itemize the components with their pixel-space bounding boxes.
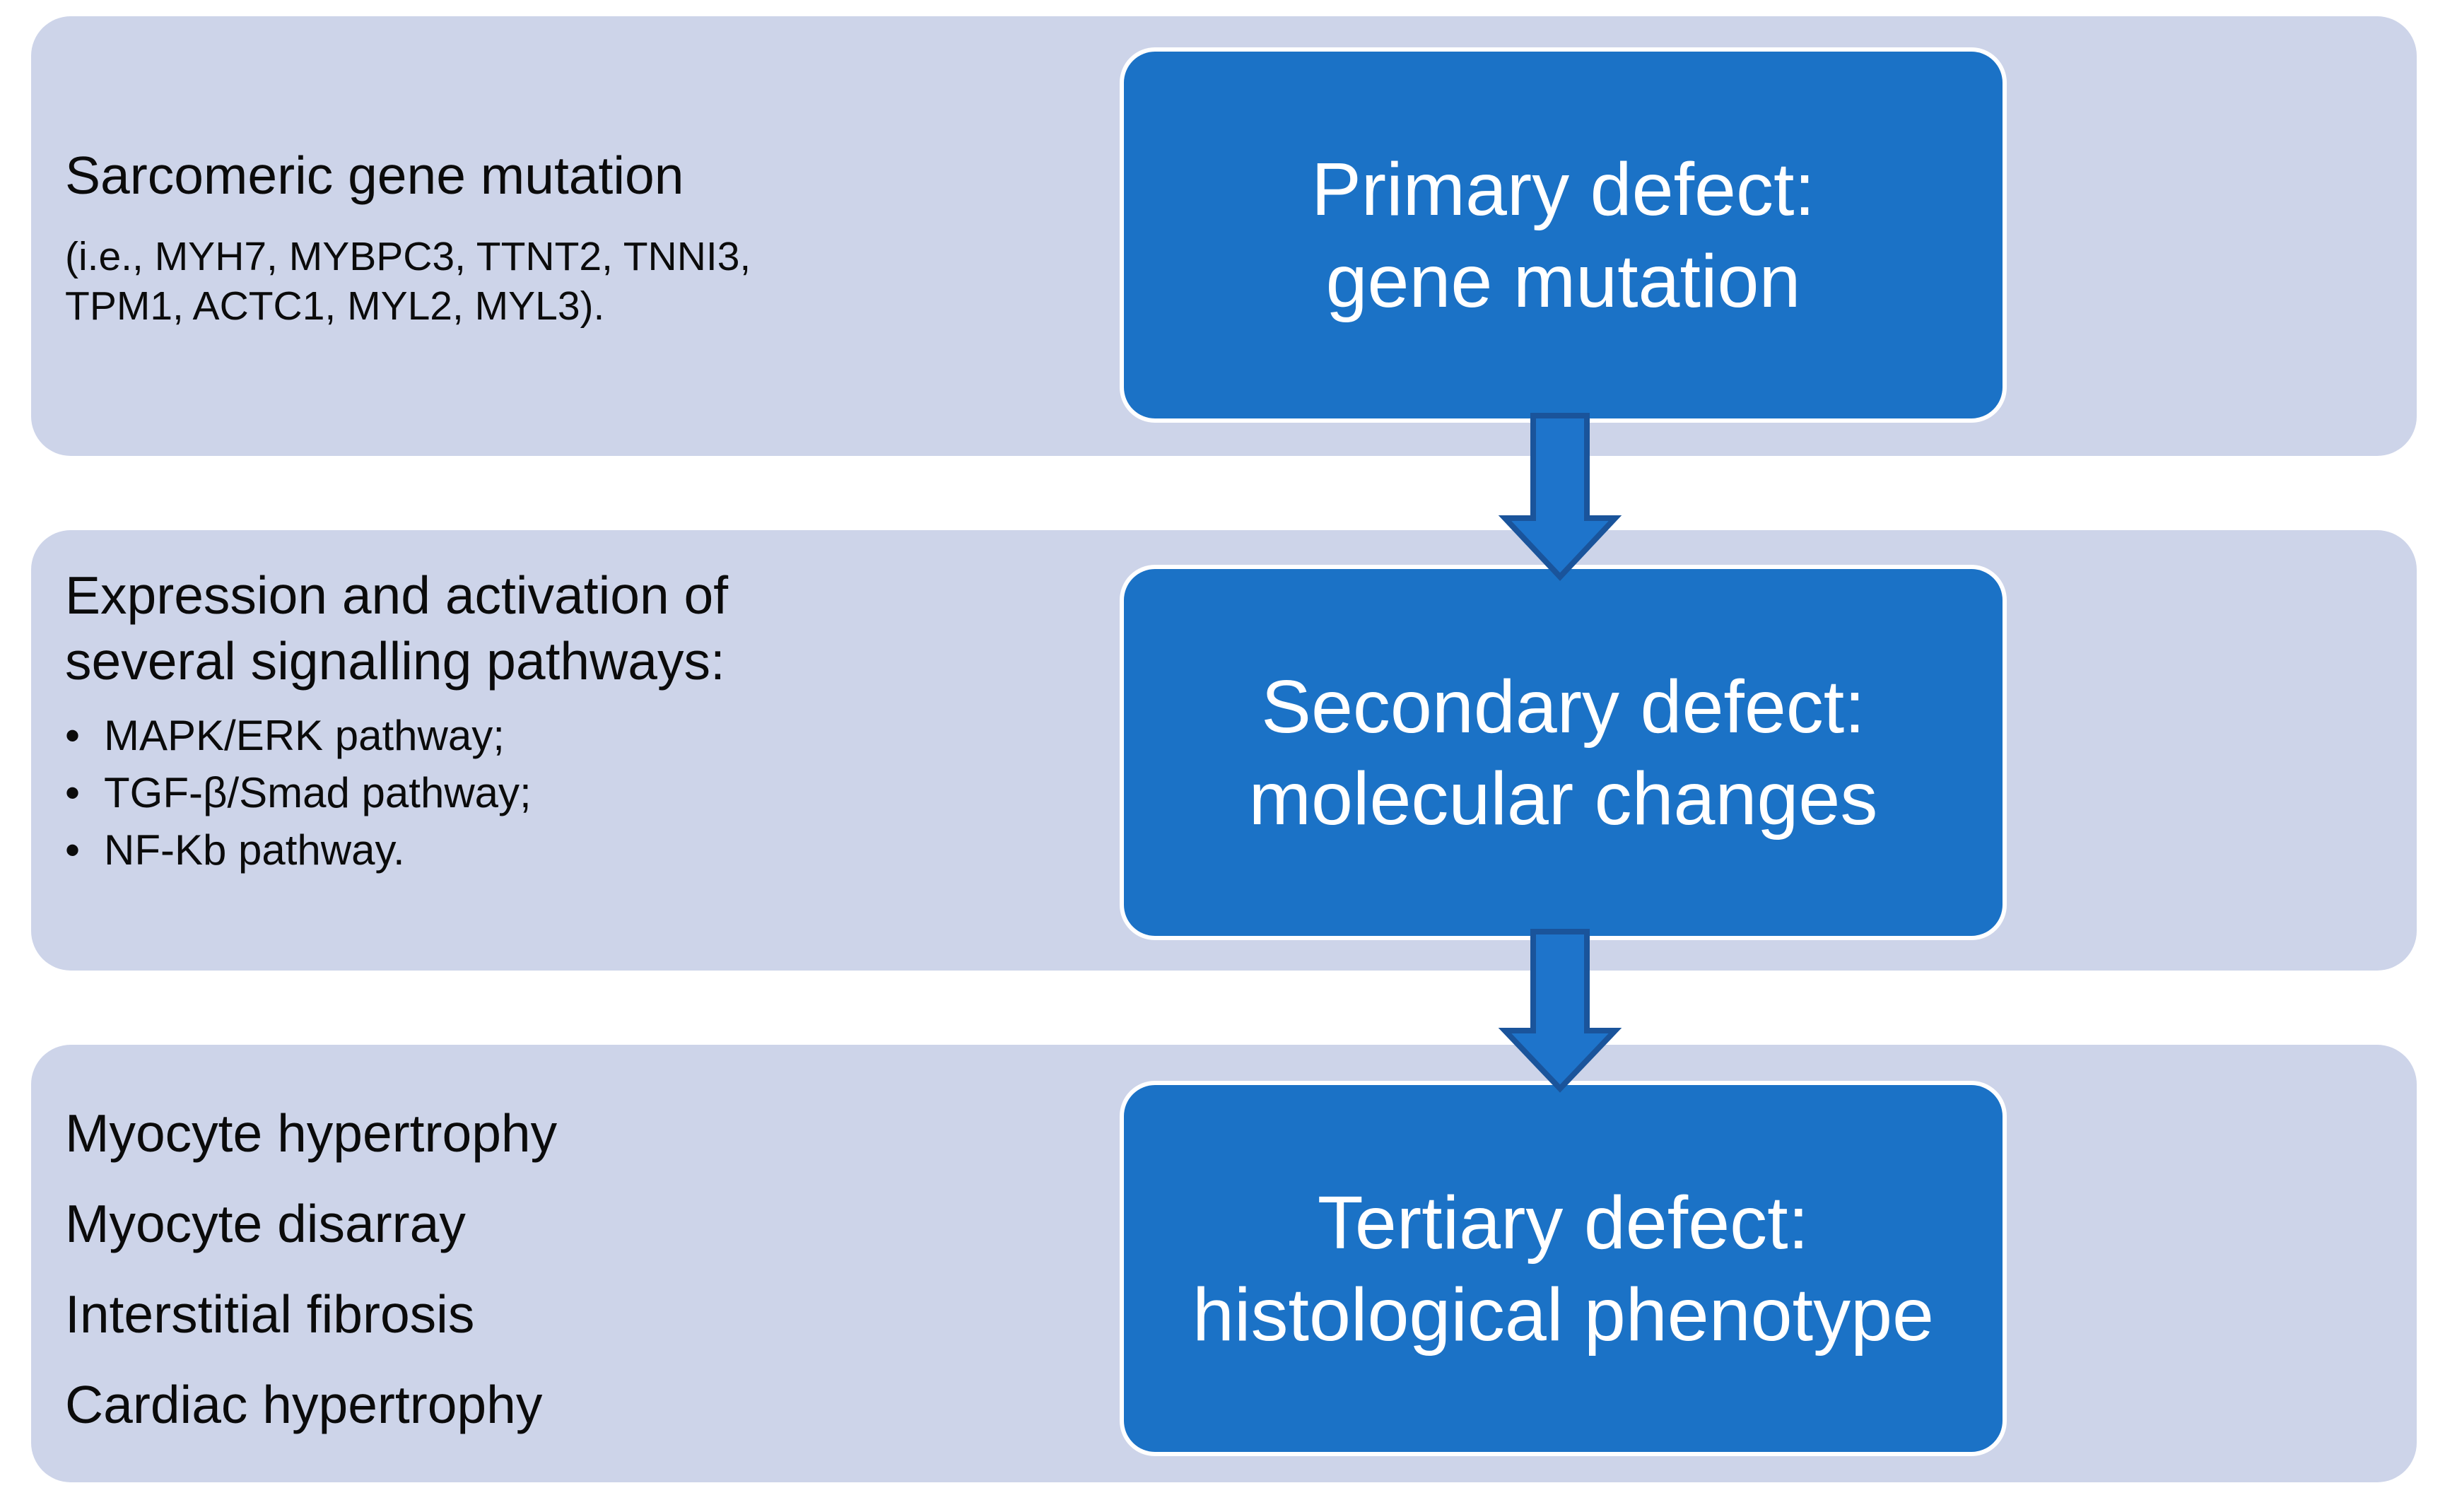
gene-list-line-1: (i.e., MYH7, MYBPC3, TTNT2, TNNI3, [65, 234, 751, 279]
bullet-icon: • [65, 769, 81, 816]
histology-item: Cardiac hypertrophy [65, 1375, 543, 1434]
signalling-pathways-heading: Expression and activation of several sig… [65, 563, 728, 694]
pathway-item-label: MAPK/ERK pathway; [104, 712, 505, 759]
tertiary-defect-box: Tertiary defect: histological phenotype [1120, 1081, 2007, 1456]
secondary-defect-box: Secondary defect: molecular changes [1120, 565, 2007, 940]
bullet-icon: • [65, 712, 81, 759]
gene-list: (i.e., MYH7, MYBPC3, TTNT2, TNNI3, TPM1,… [65, 232, 751, 331]
signalling-heading-line-1: Expression and activation of [65, 565, 729, 625]
primary-defect-box: Primary defect: gene mutation [1120, 47, 2007, 423]
histology-item: Myocyte disarray [65, 1194, 466, 1253]
histology-item: Myocyte hypertrophy [65, 1103, 558, 1163]
list-item: • TGF-β/Smad pathway; [65, 764, 532, 821]
tertiary-defect-line-2: histological phenotype [1192, 1272, 1934, 1356]
list-item: • MAPK/ERK pathway; [65, 707, 532, 764]
pathway-item-label: TGF-β/Smad pathway; [104, 769, 532, 816]
secondary-defect-line-2: molecular changes [1248, 756, 1878, 840]
sarcomeric-gene-mutation-heading: Sarcomeric gene mutation [65, 146, 684, 205]
histology-item-list: Myocyte hypertrophy Myocyte disarray Int… [65, 1088, 557, 1450]
signalling-heading-line-2: several signalling pathways: [65, 631, 725, 691]
primary-defect-line-2: gene mutation [1325, 239, 1801, 323]
primary-defect-line-1: Primary defect: [1311, 147, 1815, 231]
tertiary-defect-line-1: Tertiary defect: [1317, 1180, 1810, 1265]
bullet-icon: • [65, 826, 81, 874]
list-item: • NF-Kb pathway. [65, 821, 532, 879]
gene-list-line-2: TPM1, ACTC1, MYL2, MYL3). [65, 283, 605, 329]
pathway-bullet-list: • MAPK/ERK pathway; • TGF-β/Smad pathway… [65, 707, 532, 879]
pathway-item-label: NF-Kb pathway. [104, 826, 405, 874]
secondary-defect-line-1: Secondary defect: [1261, 664, 1865, 749]
histology-item: Interstitial fibrosis [65, 1284, 475, 1344]
